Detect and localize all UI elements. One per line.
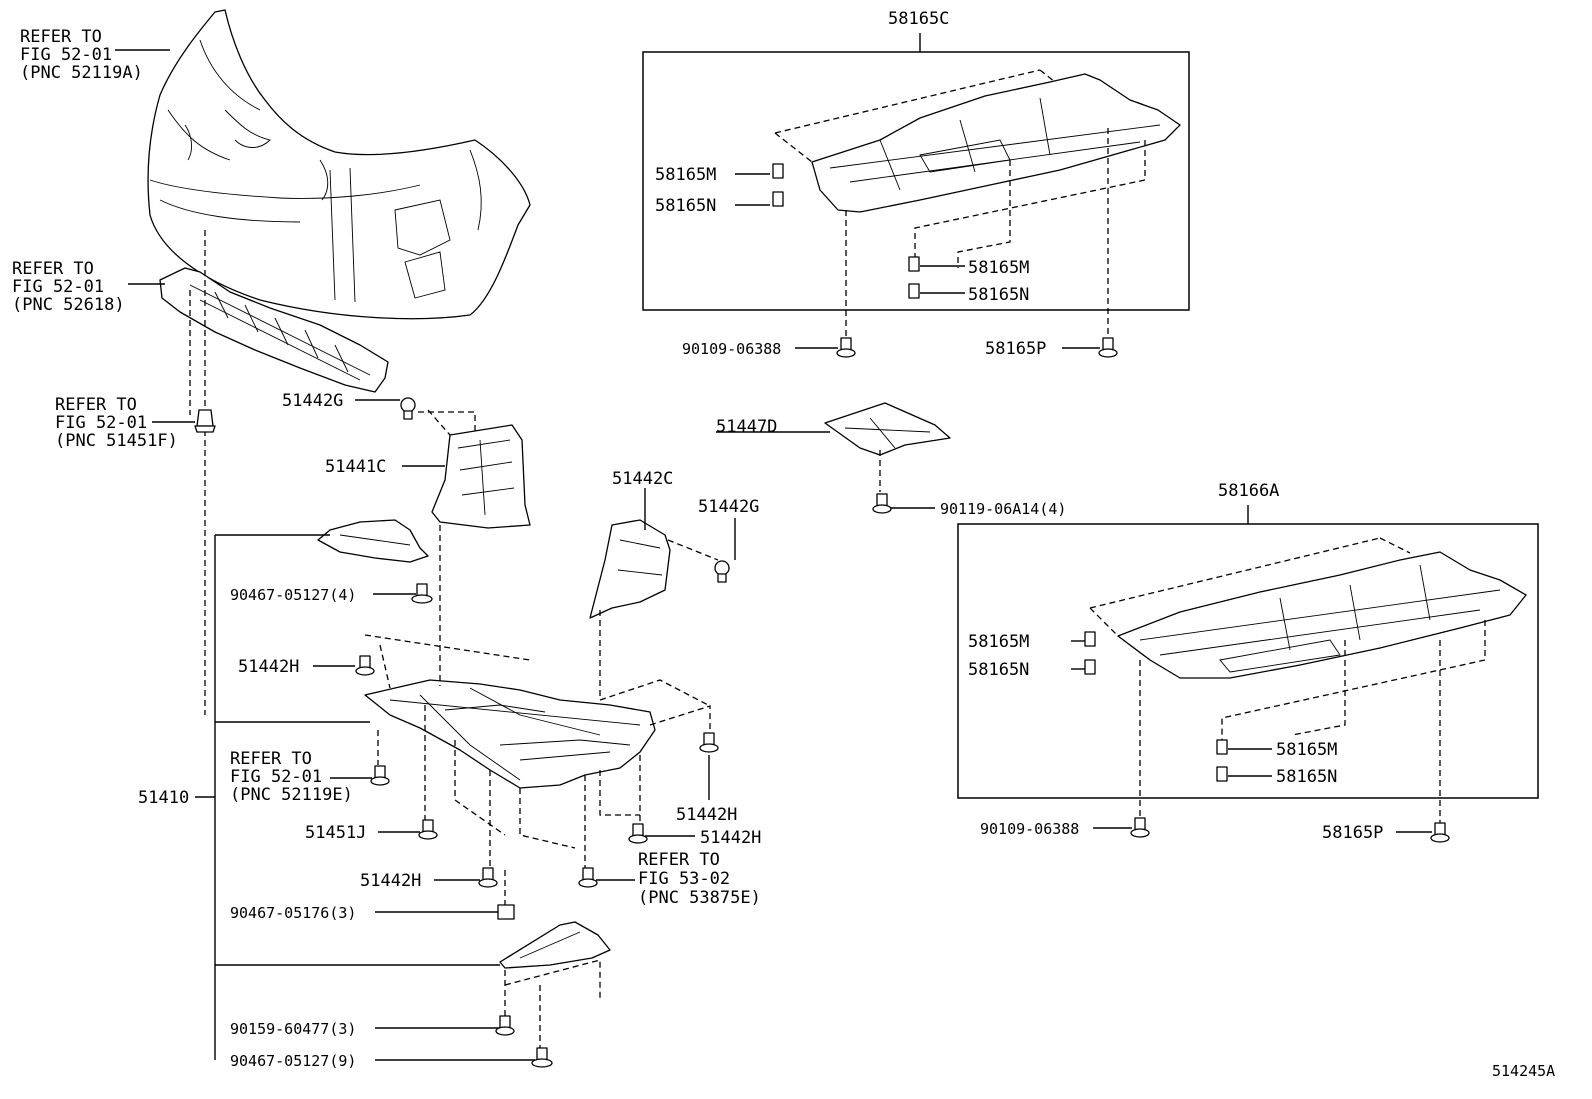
- rivet-58165m-c: [1084, 631, 1096, 647]
- part-51410-engine-under-cover: [364, 679, 656, 789]
- bolt-51442h-c: [478, 867, 498, 888]
- label-51442h-b: 51442H: [676, 805, 737, 825]
- bracket-lines: [195, 534, 500, 1060]
- ref-clip-line2: FIG 52-01: [55, 413, 147, 433]
- label-58166a: 58166A: [1218, 481, 1279, 501]
- label-58165m-b: 58165M: [968, 258, 1029, 278]
- label-90467-05176-3: 90467-05176(3): [230, 904, 356, 922]
- rivet-58165m-b: [908, 256, 920, 272]
- bolt-51442h-a: [355, 655, 375, 676]
- ref-clip-line3: (PNC 51451F): [55, 431, 178, 451]
- label-90109-06388-a: 90109-06388: [682, 340, 781, 358]
- label-58165m-a: 58165M: [655, 165, 716, 185]
- label-90159-60477-3: 90159-60477(3): [230, 1020, 356, 1038]
- bolt-90159: [495, 1015, 515, 1036]
- front-bumper-cover: [147, 9, 531, 320]
- bolt-51442g-b: [714, 560, 730, 583]
- group-58166a: [957, 523, 1539, 828]
- ref-clip-line1: REFER TO: [55, 395, 137, 415]
- ref-grille-line2: FIG 52-01: [12, 277, 104, 297]
- bolt-90467-9: [531, 1047, 553, 1068]
- bolt-51442g-a: [400, 397, 416, 420]
- bolt-90109-b: [1130, 817, 1150, 838]
- ref-52119e-line1: REFER TO: [230, 749, 312, 769]
- ref-grille-line1: REFER TO: [12, 259, 94, 279]
- label-90119-06a14-4: 90119-06A14(4): [940, 500, 1066, 518]
- bolt-51442h-d: [628, 823, 648, 844]
- rivet-58165n-a: [772, 191, 784, 207]
- rivet-58165n-c: [1084, 659, 1096, 675]
- label-90467-05127-4: 90467-05127(4): [230, 586, 356, 604]
- label-58165n-c: 58165N: [968, 660, 1029, 680]
- lower-grille: [159, 267, 389, 393]
- assembly-dashed-lines: [189, 230, 881, 1050]
- ref-grille-line3: (PNC 52618): [12, 295, 125, 315]
- ref-53875e-line2: FIG 53-02: [638, 869, 730, 889]
- label-51441c: 51441C: [325, 457, 386, 477]
- figure-id: 514245A: [1492, 1062, 1555, 1080]
- nut-90467-05176: [497, 904, 515, 920]
- bolt-90467-4: [411, 583, 433, 604]
- part-51447d: [824, 402, 951, 456]
- lower-small-shield: [499, 921, 611, 969]
- label-51442g-a: 51442G: [282, 391, 343, 411]
- ref-53875e-line3: (PNC 53875E): [638, 888, 761, 908]
- label-51447d: 51447D: [716, 417, 777, 437]
- label-58165n-a: 58165N: [655, 196, 716, 216]
- label-58165p-b: 58165P: [1322, 823, 1383, 843]
- ref-bumper-line1: REFER TO: [20, 27, 102, 47]
- label-90467-05127-9: 90467-05127(9): [230, 1052, 356, 1070]
- clip-51451j: [418, 819, 438, 840]
- part-labels: REFER TO FIG 52-01 (PNC 52119A) REFER TO…: [12, 9, 1555, 1080]
- rivet-58165n-d: [1216, 766, 1228, 782]
- label-51410: 51410: [138, 788, 189, 808]
- part-51441c: [431, 424, 531, 529]
- clip-51451f: [194, 409, 216, 433]
- label-51451j: 51451J: [305, 823, 366, 843]
- rivet-58165m-d: [1216, 739, 1228, 755]
- bolt-53875e: [578, 867, 598, 888]
- label-51442g-b: 51442G: [698, 497, 759, 517]
- label-51442h-d: 51442H: [700, 828, 761, 848]
- label-58165m-c: 58165M: [968, 632, 1029, 652]
- leader-lines: [115, 33, 1432, 1061]
- label-58165n-b: 58165N: [968, 285, 1029, 305]
- ref-52119e-line2: FIG 52-01: [230, 767, 322, 787]
- bolt-52119e: [370, 765, 390, 786]
- label-58165m-d: 58165M: [1276, 740, 1337, 760]
- rivet-58165n-b: [908, 283, 920, 299]
- clip-58165p-a: [1098, 337, 1118, 358]
- ref-53875e-line1: REFER TO: [638, 850, 720, 870]
- ref-bumper-line2: FIG 52-01: [20, 45, 112, 65]
- label-90109-06388-b: 90109-06388: [980, 820, 1079, 838]
- label-58165n-d: 58165N: [1276, 767, 1337, 787]
- bolt-51442h-b: [699, 732, 719, 753]
- ref-bumper-line3: (PNC 52119A): [20, 63, 143, 83]
- group-58165c: [642, 51, 1190, 342]
- label-58165c: 58165C: [888, 9, 949, 29]
- label-51442c: 51442C: [612, 469, 673, 489]
- part-51442c: [589, 519, 671, 619]
- label-51442h-a: 51442H: [238, 657, 299, 677]
- small-upper-shield: [317, 519, 429, 563]
- rivet-58165m-a: [772, 163, 784, 179]
- ref-52119e-line3: (PNC 52119E): [230, 785, 353, 805]
- label-58165p-a: 58165P: [985, 339, 1046, 359]
- bolt-90109-a: [836, 337, 856, 358]
- clip-58165p-b: [1430, 822, 1450, 843]
- label-51442h-c: 51442H: [360, 871, 421, 891]
- clip-51447d: [872, 493, 892, 514]
- fasteners: [194, 163, 1450, 1068]
